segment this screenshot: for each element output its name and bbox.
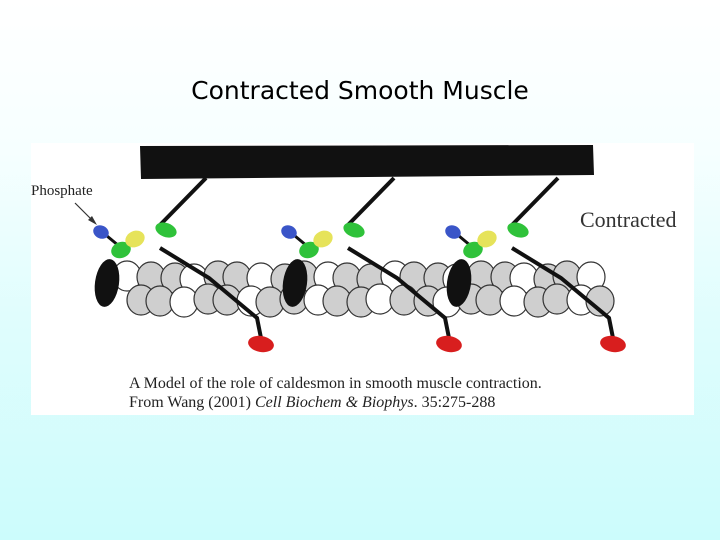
actin-filament <box>113 261 614 317</box>
myosin-neck <box>511 178 558 226</box>
myosin-neck <box>347 178 394 226</box>
figure-caption: A Model of the role of caldesmon in smoo… <box>129 374 689 412</box>
contracted-label: Contracted <box>580 207 677 233</box>
caption-line-2: From Wang (2001) Cell Biochem & Biophys.… <box>129 393 689 412</box>
caption-prefix: From Wang (2001) <box>129 394 255 411</box>
green-domain <box>505 220 530 241</box>
myosin-head <box>435 334 463 354</box>
caption-line-1: A Model of the role of caldesmon in smoo… <box>129 374 689 393</box>
myosin-head <box>247 334 275 354</box>
green-domain <box>341 220 366 241</box>
caption-journal: Cell Biochem & Biophys <box>255 394 414 411</box>
myosin-head <box>599 334 627 354</box>
myosin-neck <box>159 178 206 226</box>
thick-filament <box>140 145 594 179</box>
green-domain <box>153 220 178 241</box>
caldesmon-model-figure: Phosphate Contracted A Model of the role… <box>31 143 694 415</box>
phosphate-label: Phosphate <box>31 183 93 200</box>
caption-suffix: . 35:275-288 <box>414 394 496 411</box>
slide-title: Contracted Smooth Muscle <box>0 76 720 105</box>
